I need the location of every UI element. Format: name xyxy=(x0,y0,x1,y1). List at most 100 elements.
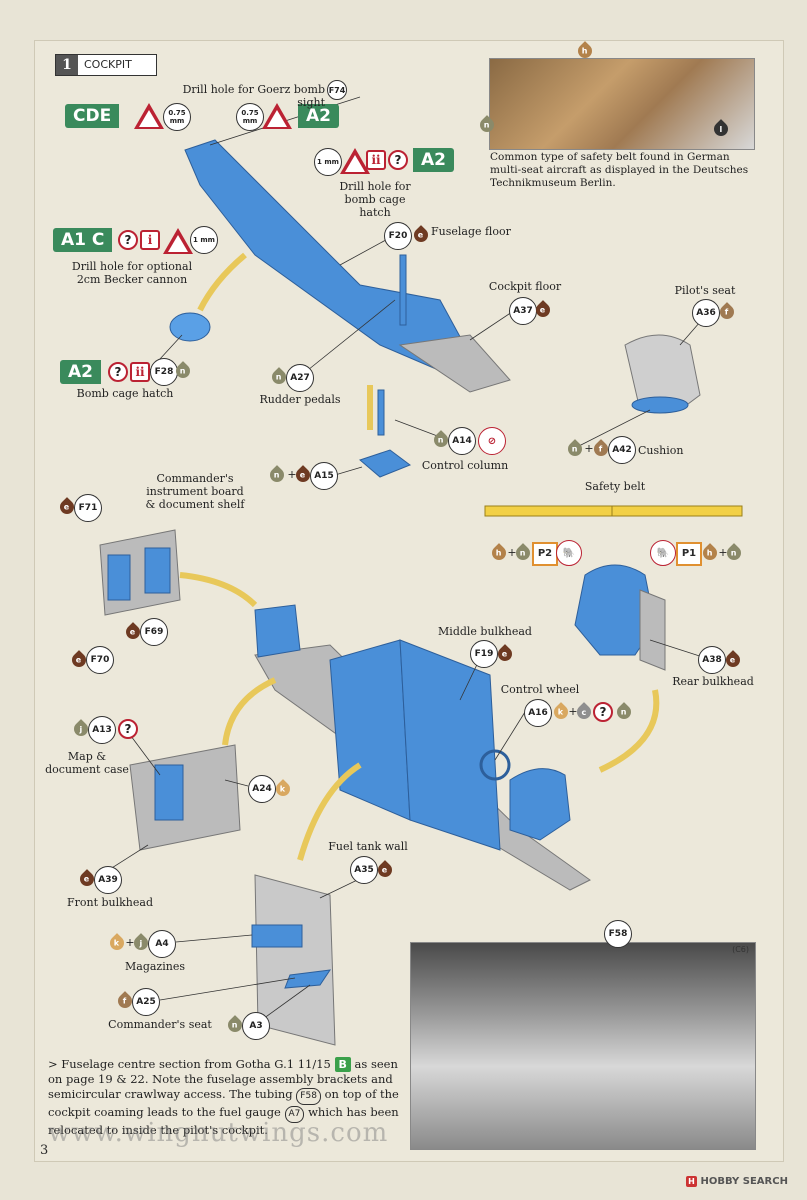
mm1-badge-2: 1 mm xyxy=(190,226,218,254)
safety-belt-p1 xyxy=(611,505,743,517)
question-icon: ? xyxy=(388,150,408,170)
mm075-badge-2: 0.75 mm xyxy=(236,103,264,131)
note-part4: which has been relocated to inside the p… xyxy=(48,1105,399,1137)
question-icon-2: ? xyxy=(118,230,138,250)
control-column-part xyxy=(377,389,385,436)
label-fuel-tank-wall: Fuel tank wall xyxy=(328,840,408,853)
label-safety-belt: Safety belt xyxy=(584,480,646,493)
plus-a4: + xyxy=(125,936,135,949)
section-header: 1 COCKPIT xyxy=(55,54,157,76)
part-a15: A15 xyxy=(310,462,338,490)
map-case-part xyxy=(154,764,184,821)
ref-f74: F74 xyxy=(327,80,347,100)
rudder-pedal-part xyxy=(399,254,407,326)
label-middle-bulkhead: Middle bulkhead xyxy=(438,625,532,638)
label-map-case: Map & document case xyxy=(45,750,129,776)
drill-warning-icon-2 xyxy=(262,103,292,129)
magazines-part xyxy=(251,924,303,948)
part-p1: P1 xyxy=(676,542,702,566)
ii-icon-2: ii xyxy=(130,362,150,382)
part-f20: F20 xyxy=(384,222,412,250)
part-a35: A35 xyxy=(350,856,378,884)
question-icon-5: ? xyxy=(118,719,138,739)
note-tag-b: B xyxy=(334,1057,351,1072)
arrow-front xyxy=(222,677,277,746)
front-bulkhead-part xyxy=(129,744,241,851)
fuselage-note: > Fuselage centre section from Gotha G.1… xyxy=(48,1057,408,1138)
photo-caption: Common type of safety belt found in Germ… xyxy=(490,151,749,189)
plus-p2: + xyxy=(507,546,517,559)
plus-a15: + xyxy=(287,468,297,481)
label-front-bulkhead: Front bulkhead xyxy=(66,896,154,909)
label-rudder-pedals: Rudder pedals xyxy=(259,393,341,406)
cockpit-floor-part xyxy=(398,334,511,393)
arrow-board xyxy=(179,572,258,608)
arrow-up-left xyxy=(197,252,247,312)
tag-a2-top: A2 xyxy=(298,104,339,128)
fuselage-photo: (C6) xyxy=(410,942,756,1150)
section-number: 1 xyxy=(56,55,78,75)
label-becker: Drill hole for optional 2cm Becker canno… xyxy=(71,260,193,286)
label-cockpit-floor: Cockpit floor xyxy=(488,280,562,293)
note-part3: on top of the cockpit coaming leads to t… xyxy=(48,1087,399,1119)
note-part2: as seen on page 19 & 22. Note the fusela… xyxy=(48,1057,398,1101)
watermark: www.wingnutwings.com xyxy=(48,1118,389,1148)
drill-warning-icon-3 xyxy=(340,148,370,174)
i-icon: i xyxy=(140,230,160,250)
label-bomb-cage: Drill hole for bomb cage hatch xyxy=(339,180,411,219)
no-elephant-icon-p1: 🐘 xyxy=(650,540,676,566)
bomb-hatch-part xyxy=(169,312,211,342)
label-rear-bulkhead: Rear bulkhead xyxy=(672,675,754,688)
fuel-tank-wall-part xyxy=(254,874,336,1046)
part-f71: F71 xyxy=(74,494,102,522)
photo-small-label: (C6) xyxy=(732,945,749,954)
plus-p1: + xyxy=(718,546,728,559)
question-icon-3: ? xyxy=(108,362,128,382)
safety-belt-photo xyxy=(489,58,755,150)
part-f58: F58 xyxy=(604,920,632,948)
credit-logo: H HOBBY SEARCH xyxy=(686,1176,788,1187)
drill-warning-icon xyxy=(134,103,164,129)
ii-icon: ii xyxy=(366,150,386,170)
mm1-badge: 1 mm xyxy=(314,148,342,176)
tag-a2-hatch: A2 xyxy=(60,360,101,384)
credit-text: HOBBY SEARCH xyxy=(700,1176,788,1187)
rear-seat-part xyxy=(574,564,656,656)
no-elephant-icon-p2: 🐘 xyxy=(556,540,582,566)
part-a36: A36 xyxy=(692,299,720,327)
mm075-badge: 0.75 mm xyxy=(163,103,191,131)
part-a25: A25 xyxy=(132,988,160,1016)
middle-bulkhead-side xyxy=(399,639,501,851)
label-fuselage-floor: Fuselage floor xyxy=(431,225,511,238)
section-title: COCKPIT xyxy=(84,58,132,71)
pilot-seat-part xyxy=(624,334,701,411)
plus-a42: + xyxy=(584,442,594,455)
cushion-part xyxy=(631,396,689,414)
part-a38: A38 xyxy=(698,646,726,674)
label-bomb-cage-hatch: Bomb cage hatch xyxy=(76,387,174,400)
part-f28: F28 xyxy=(150,358,178,386)
part-a27: A27 xyxy=(286,364,314,392)
part-a13: A13 xyxy=(88,716,116,744)
safety-belt-p2 xyxy=(484,505,616,517)
label-goerz: Drill hole for Goerz bomb sight xyxy=(182,83,325,109)
part-a37: A37 xyxy=(509,297,537,325)
control-wheel-part xyxy=(479,749,511,781)
part-f69: F69 xyxy=(140,618,168,646)
front-panel-blue xyxy=(254,604,301,658)
no-glue-icon: ⊘ xyxy=(478,427,506,455)
label-pilots-seat: Pilot's seat xyxy=(674,284,736,297)
part-p2: P2 xyxy=(532,542,558,566)
tag-a1c: A1 C xyxy=(53,228,113,252)
part-a3: A3 xyxy=(242,1012,270,1040)
part-a4: A4 xyxy=(148,930,176,958)
label-magazines: Magazines xyxy=(125,960,185,973)
commanders-seat-part xyxy=(284,969,332,989)
a15-part xyxy=(359,449,412,478)
part-a42: A42 xyxy=(608,436,636,464)
board-blue-1 xyxy=(107,554,131,601)
tag-cde: CDE xyxy=(65,104,120,128)
label-control-wheel: Control wheel xyxy=(500,683,580,696)
credit-icon: H xyxy=(686,1176,697,1187)
